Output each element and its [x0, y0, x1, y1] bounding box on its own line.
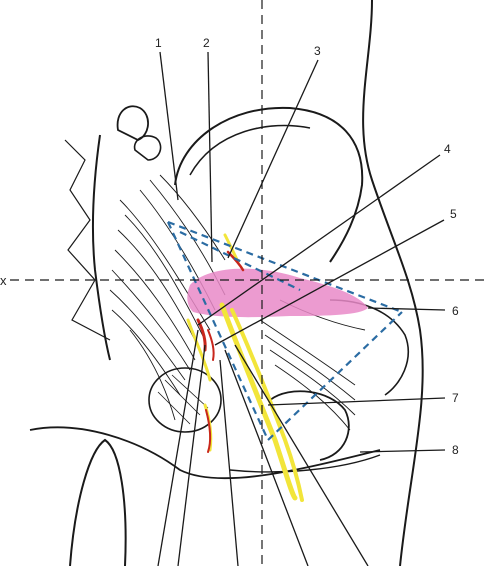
callout-label-4: 4 — [444, 142, 451, 156]
ischium-hatching — [157, 374, 209, 425]
iliac-crest-outline — [174, 106, 364, 263]
callout-label-3: 3 — [314, 44, 321, 58]
callout-label-1: 1 — [155, 36, 162, 50]
lower-contour — [29, 426, 381, 480]
callout-label-7: 7 — [452, 391, 459, 405]
callout-leader-lines — [157, 51, 446, 566]
femoral-head-outline — [269, 390, 350, 461]
axis-label-x: x — [0, 273, 7, 288]
callout-label-2: 2 — [203, 36, 210, 50]
highlighted-muscle-region — [187, 268, 368, 318]
ischial-tuberosity — [148, 367, 222, 433]
vertebra-process-2 — [133, 135, 162, 161]
left-muscle-mass — [64, 139, 111, 341]
callout-label-8: 8 — [452, 443, 459, 457]
iliac-inner-line — [189, 124, 311, 176]
callout-label-6: 6 — [452, 304, 459, 318]
lower-contour-2 — [229, 454, 381, 473]
pubic-arch-left — [69, 438, 127, 566]
muscle-fibres — [109, 174, 366, 431]
callout-label-5: 5 — [450, 207, 457, 221]
sacrum-outline — [91, 134, 111, 361]
